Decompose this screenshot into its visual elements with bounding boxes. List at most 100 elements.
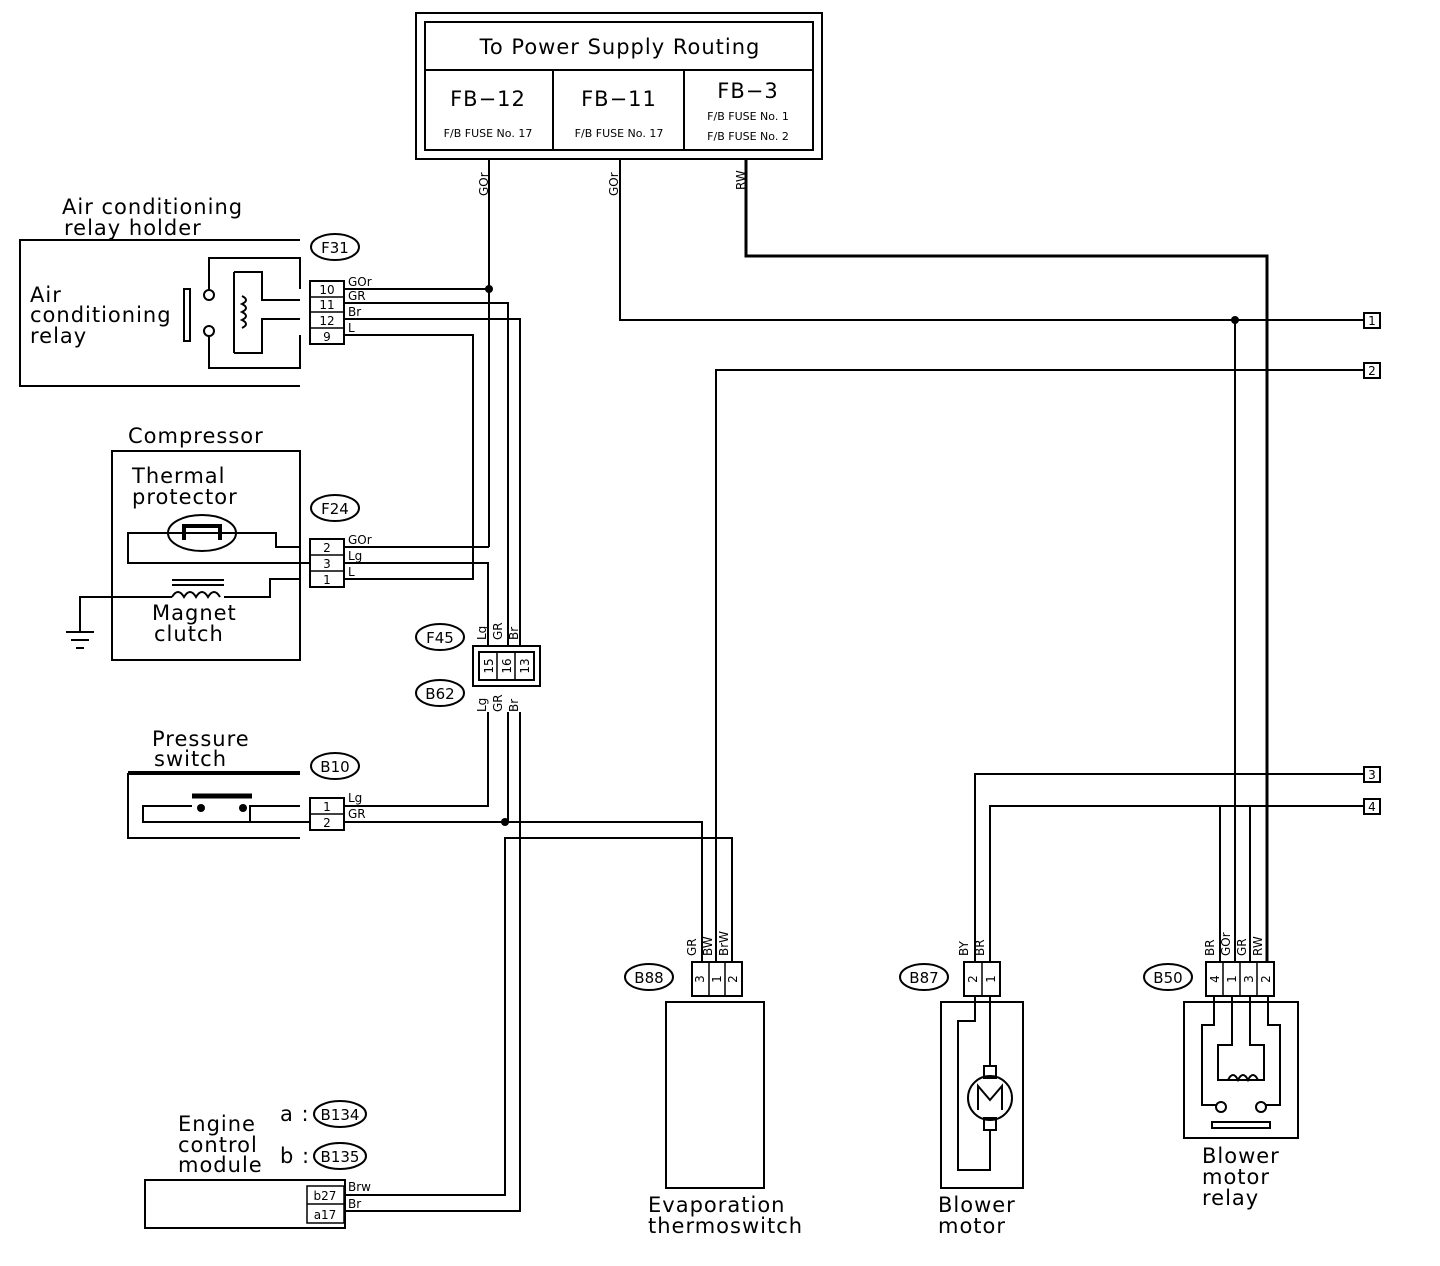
junction-wire-top-br: Br [507, 627, 521, 640]
junction-connector: F45 B62 15 16 13 Lg GR Br Lg GR Br [415, 622, 541, 712]
junction-wire-bottom-lg: Lg [475, 698, 489, 712]
blower-motor-relay: B50 4 1 3 2 BR GOr GR RW Blower motor re… [1143, 932, 1299, 1210]
ecm-wire-br: Br [348, 1197, 361, 1211]
engine-control-module: Engine control module a : b : B134 B135 … [144, 1100, 371, 1229]
junction-pin-16: 16 [500, 658, 514, 673]
b50-wire-gr: GR [1235, 938, 1249, 956]
ac-relay-holder: Air conditioning relay holder Air condit… [19, 195, 301, 387]
magnet-clutch-label-2: clutch [154, 622, 224, 646]
b10-wire-lg: Lg [348, 791, 362, 805]
junction-wire-top-gr: GR [491, 622, 505, 640]
b88-pin-3: 3 [693, 975, 707, 983]
fuse-name-fb12: F/B FUSE No. 17 [444, 127, 533, 140]
f24-wire-lg: Lg [348, 549, 362, 563]
f31-pin-12: 12 [319, 314, 334, 328]
ac-relay-label-2: conditioning [30, 303, 172, 327]
magnet-clutch-label-1: Magnet [152, 601, 237, 625]
f24-pin-2: 2 [323, 541, 331, 555]
connector-f31: F31 10 11 12 9 GOr GR Br L [309, 233, 372, 345]
terminal-4: 4 [1368, 800, 1376, 814]
relay-contact [203, 289, 215, 301]
b88-wire-bw: BW [701, 936, 715, 956]
f31-wire-l: L [348, 321, 355, 335]
b87-wire-br: BR [973, 939, 987, 956]
f31-pin-10: 10 [319, 283, 334, 297]
fuse-code-fb11: FB−11 [581, 87, 657, 111]
b88-wire-brw: BrW [717, 931, 731, 956]
magnet-clutch-coil [171, 591, 221, 599]
ac-relay-label-1: Air [30, 283, 62, 307]
junction-wire-top-lg: Lg [475, 626, 489, 640]
evaporation-thermoswitch: B88 3 1 2 GR BW BrW Evaporation thermosw… [624, 931, 803, 1238]
relay-coil [239, 295, 247, 329]
relay-switch-bar [1211, 1121, 1271, 1129]
ecm-wire-brw: Brw [348, 1180, 371, 1194]
connector-b88-id: B88 [634, 969, 663, 987]
power-box-title: To Power Supply Routing [479, 35, 761, 59]
relay-contact [203, 325, 215, 337]
connector-f45-id: F45 [426, 629, 454, 647]
b50-pin-3: 3 [1242, 975, 1256, 983]
fuse-name-fb3-1: F/B FUSE No. 1 [707, 110, 789, 123]
connector-b62-id: B62 [425, 685, 454, 703]
f31-wire-br: Br [348, 305, 361, 319]
relay-contact [1255, 1101, 1267, 1113]
fuse-name-fb3-2: F/B FUSE No. 2 [707, 130, 789, 143]
b50-pin-1: 1 [1225, 975, 1239, 983]
b87-wire-by: BY [957, 940, 971, 956]
terminals: 1 2 3 4 [1363, 312, 1381, 815]
connector-b10: B10 1 2 Lg GR [309, 752, 366, 831]
junction-wire-bottom-br: Br [507, 699, 521, 712]
junction-wire-bottom-gr: GR [491, 694, 505, 712]
f31-pin-9: 9 [323, 330, 331, 344]
compressor: Compressor Thermal protector Magnet clut… [66, 424, 310, 661]
ecm-b-label: b : [280, 1144, 310, 1168]
f31-wire-gor: GOr [348, 275, 372, 289]
wire-label-fb12: GOr [477, 172, 491, 196]
b50-wire-gor: GOr [1219, 932, 1233, 956]
b50-wire-rw: RW [1251, 936, 1265, 956]
ecm-label-1: Engine [178, 1112, 256, 1136]
junction-dot [1231, 316, 1239, 324]
wire-label-fb11: GOr [607, 172, 621, 196]
b50-wire-br: BR [1203, 939, 1217, 956]
connector-b135-id: B135 [321, 1148, 360, 1166]
b87-pin-1: 1 [984, 975, 998, 983]
terminal-1: 1 [1368, 314, 1376, 328]
thermoswitch-label-1: Evaporation [648, 1193, 785, 1217]
thermal-protector-label-2: protector [132, 485, 238, 509]
thermoswitch-label-2: thermoswitch [648, 1214, 803, 1238]
pressure-switch: Pressure switch [127, 727, 310, 839]
b10-pin-2: 2 [323, 816, 331, 830]
f24-pin-1: 1 [323, 573, 331, 587]
pressure-switch-label-2: switch [154, 747, 227, 771]
ground-icon [66, 631, 94, 649]
blower-relay-label-1: Blower [1202, 1144, 1280, 1168]
junction-dot [501, 818, 509, 826]
f31-pin-11: 11 [319, 298, 334, 312]
thermal-protector-label-1: Thermal [131, 464, 225, 488]
ecm-pin-b27: b27 [314, 1189, 337, 1203]
junction-pin-13: 13 [518, 658, 532, 673]
ecm-a-label: a : [280, 1102, 310, 1126]
ac-relay-label-3: relay [30, 324, 87, 348]
b50-pin-2: 2 [1259, 975, 1273, 983]
connector-b87-id: B87 [909, 969, 938, 987]
relay-coil-icon [1227, 1074, 1259, 1083]
junction-dot [485, 285, 493, 293]
b88-wire-gr: GR [685, 938, 699, 956]
b87-pin-2: 2 [966, 975, 980, 983]
fuse-name-fb11: F/B FUSE No. 17 [575, 127, 664, 140]
b50-pin-4: 4 [1208, 975, 1222, 983]
connector-b10-id: B10 [320, 758, 349, 776]
connector-f24: F24 2 3 1 GOr Lg L [309, 494, 372, 588]
terminal-2: 2 [1368, 364, 1376, 378]
f24-wire-gor: GOr [348, 533, 372, 547]
junction-pin-15: 15 [482, 658, 496, 673]
f31-wire-gr: GR [348, 289, 366, 303]
ac-relay-holder-label-2: relay holder [64, 216, 202, 240]
blower-motor-label-1: Blower [938, 1193, 1016, 1217]
f24-pin-3: 3 [323, 557, 331, 571]
motor-icon [967, 1075, 1013, 1121]
